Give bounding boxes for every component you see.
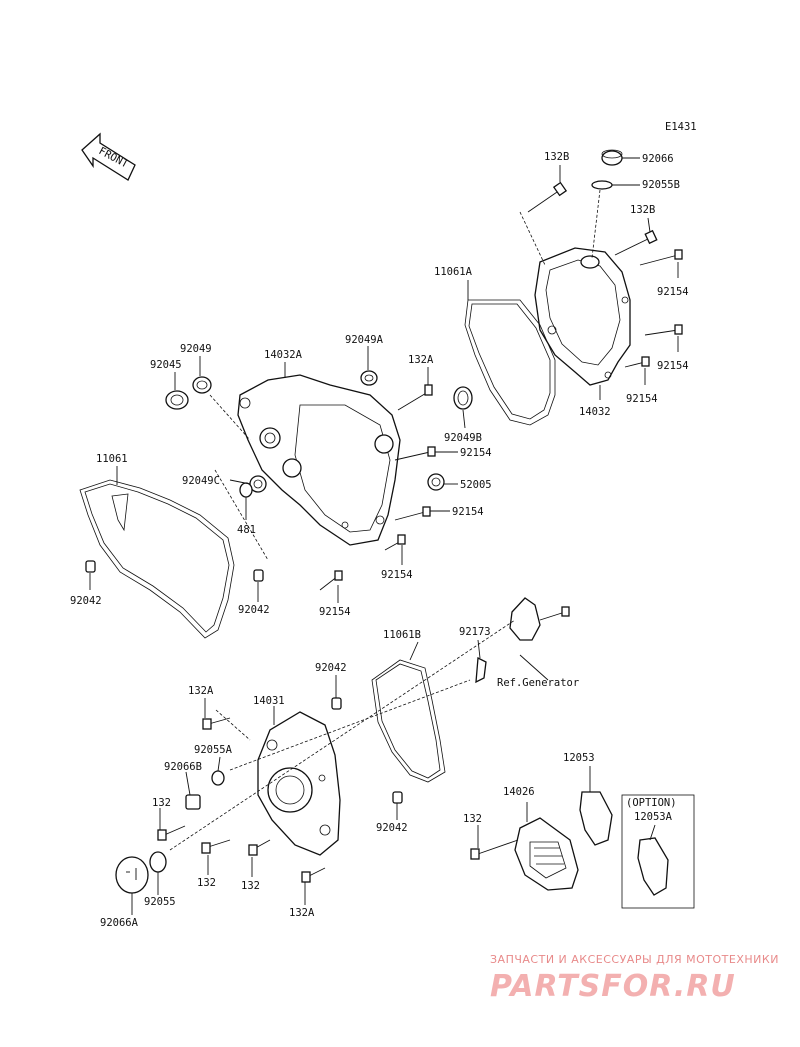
- generator-cover-14031: [257, 711, 341, 856]
- label-481: 481: [237, 524, 256, 536]
- timing-cap-92066A: [115, 856, 149, 894]
- label-92154: 92154: [452, 506, 484, 518]
- label-92055B: 92055B: [642, 179, 680, 191]
- label-132B: 132B: [630, 204, 655, 216]
- option-box: [621, 794, 695, 909]
- watermark-tagline: ЗАПЧАСТИ И АКСЕССУАРЫ ДЛЯ МОТОТЕХНИКИ: [490, 953, 779, 966]
- bolts-92154-middle: [319, 446, 436, 591]
- label-92066: 92066: [642, 153, 674, 165]
- bearing-92045: [165, 390, 189, 410]
- label-132A: 132A: [408, 354, 434, 366]
- label-92154: 92154: [460, 447, 492, 459]
- gasket-11061: [79, 479, 235, 639]
- label-14032A: 14032A: [264, 349, 303, 361]
- label-132: 132: [241, 880, 260, 892]
- front-arrow-icon: FRONT: [81, 132, 136, 181]
- label-92049C: 92049C: [182, 475, 220, 487]
- dowel-92042-a: [85, 560, 96, 573]
- bolts-132-bottom: [157, 717, 326, 883]
- dowel-92042-d: [392, 791, 403, 804]
- label-92049A: 92049A: [345, 334, 384, 346]
- seal-92049: [192, 376, 212, 394]
- label-ref-generator: Ref.Generator: [497, 677, 579, 689]
- watermark-logo: PARTSFOR.RU: [490, 969, 736, 1004]
- label-92154: 92154: [319, 606, 351, 618]
- plug-52005: [427, 473, 445, 491]
- label-132B: 132B: [544, 151, 569, 163]
- clutch-cover-inner-14032A: [237, 374, 401, 546]
- label-92154: 92154: [626, 393, 658, 405]
- gasket-11061A: [464, 299, 556, 426]
- label-14031: 14031: [253, 695, 285, 707]
- label-92055: 92055: [144, 896, 176, 908]
- label-92066B: 92066B: [164, 761, 202, 773]
- label-132: 132: [152, 797, 171, 809]
- o-ring-92055B: [591, 180, 613, 190]
- label-option: (OPTION): [626, 797, 677, 809]
- o-ring-92055: [149, 851, 167, 873]
- bracket-12053A: [637, 837, 669, 896]
- seal-92049B: [453, 386, 473, 410]
- part-labels: 132B 92066 92055B 132B 11061A 92154 9215…: [70, 151, 689, 929]
- label-92154: 92154: [657, 286, 689, 298]
- label-92049B: 92049B: [444, 432, 482, 444]
- label-92045: 92045: [150, 359, 182, 371]
- label-52005: 52005: [460, 479, 492, 491]
- label-132A: 132A: [289, 907, 315, 919]
- label-11061: 11061: [96, 453, 128, 465]
- gasket-11061B: [371, 659, 446, 783]
- clutch-cover-14032: [534, 247, 631, 386]
- bolt-132B-right: [614, 229, 658, 256]
- label-92042: 92042: [238, 604, 270, 616]
- o-ring-481: [239, 482, 253, 498]
- seal-92049A: [360, 370, 378, 386]
- label-132A: 132A: [188, 685, 214, 697]
- label-14026: 14026: [503, 786, 535, 798]
- label-11061A: 11061A: [434, 266, 473, 278]
- label-92042: 92042: [376, 822, 408, 834]
- label-92066A: 92066A: [100, 917, 139, 929]
- label-92154: 92154: [381, 569, 413, 581]
- label-132: 132: [463, 813, 482, 825]
- alignment-dashes: [169, 189, 601, 851]
- label-132: 132: [197, 877, 216, 889]
- ref-generator-part: [509, 597, 570, 641]
- label-12053A: 12053A: [634, 811, 673, 823]
- label-92055A: 92055A: [194, 744, 233, 756]
- label-92049: 92049: [180, 343, 212, 355]
- clamp-92173: [475, 656, 487, 684]
- dowel-92042-c: [331, 697, 342, 710]
- plug-92066B: [185, 794, 201, 810]
- bracket-12053: [579, 791, 613, 846]
- label-92042: 92042: [315, 662, 347, 674]
- leader-lines: [89, 157, 679, 915]
- label-11061B: 11061B: [383, 629, 421, 641]
- o-ring-92055A: [211, 770, 225, 786]
- label-92042: 92042: [70, 595, 102, 607]
- label-14032: 14032: [579, 406, 611, 418]
- dowel-92042-b: [253, 569, 264, 582]
- bolt-132B-top: [527, 181, 568, 213]
- label-12053: 12053: [563, 752, 595, 764]
- bolt-132-right: [470, 839, 519, 860]
- label-92173: 92173: [459, 626, 491, 638]
- cover-guard-14026: [514, 817, 579, 891]
- diagram-code: E1431: [665, 121, 697, 133]
- bolts-92154-right: [624, 249, 683, 368]
- label-92154: 92154: [657, 360, 689, 372]
- bolt-132A-top: [397, 384, 433, 411]
